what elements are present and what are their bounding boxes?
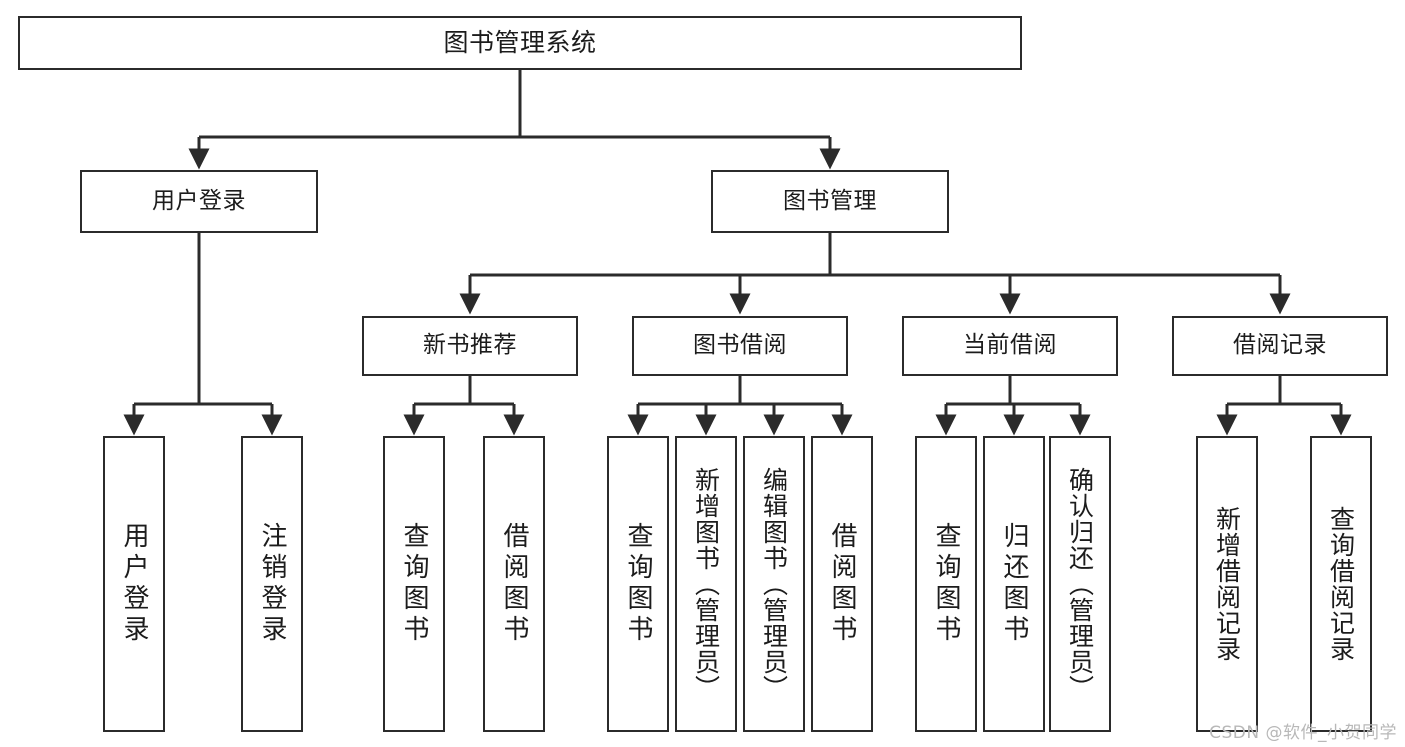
node-new-book-recommend[interactable]: 新书推荐	[362, 316, 578, 376]
node-label: 借阅图书	[827, 522, 857, 646]
node-label: 新增图书（管理员）	[691, 467, 721, 701]
leaf-borrow-record-add[interactable]: 新增借阅记录	[1196, 436, 1258, 732]
leaf-book-borrow-query[interactable]: 查询图书	[607, 436, 669, 732]
node-label: 查询图书	[399, 522, 429, 646]
leaf-user-login-logout[interactable]: 注销登录	[241, 436, 303, 732]
leaf-current-borrow-query[interactable]: 查询图书	[915, 436, 977, 732]
node-user-login[interactable]: 用户登录	[80, 170, 318, 233]
node-label: 图书管理	[783, 187, 877, 214]
node-label: 注销登录	[257, 522, 287, 646]
node-label: 编辑图书（管理员）	[759, 467, 789, 701]
leaf-new-book-query[interactable]: 查询图书	[383, 436, 445, 732]
node-book-borrow[interactable]: 图书借阅	[632, 316, 848, 376]
node-label: 归还图书	[999, 522, 1029, 646]
leaf-book-borrow-borrow[interactable]: 借阅图书	[811, 436, 873, 732]
node-label: 用户登录	[152, 187, 246, 214]
leaf-new-book-borrow[interactable]: 借阅图书	[483, 436, 545, 732]
leaf-current-borrow-confirm[interactable]: 确认归还（管理员）	[1049, 436, 1111, 732]
node-label: 确认归还（管理员）	[1065, 467, 1095, 701]
leaf-book-borrow-edit[interactable]: 编辑图书（管理员）	[743, 436, 805, 732]
leaf-user-login-login[interactable]: 用户登录	[103, 436, 165, 732]
node-label: 图书借阅	[693, 332, 787, 359]
node-label: 新书推荐	[423, 332, 517, 359]
node-current-borrow[interactable]: 当前借阅	[902, 316, 1118, 376]
csdn-watermark: CSDN @软件_小贺同学	[1209, 723, 1397, 743]
node-label: 借阅图书	[499, 522, 529, 646]
node-label: 当前借阅	[963, 332, 1057, 359]
node-label: 查询图书	[931, 522, 961, 646]
node-root-system[interactable]: 图书管理系统	[18, 16, 1022, 70]
node-label: 查询图书	[623, 522, 653, 646]
node-label: 查询借阅记录	[1326, 506, 1356, 662]
node-book-management[interactable]: 图书管理	[711, 170, 949, 233]
node-label: 借阅记录	[1233, 332, 1327, 359]
leaf-book-borrow-add[interactable]: 新增图书（管理员）	[675, 436, 737, 732]
leaf-current-borrow-return[interactable]: 归还图书	[983, 436, 1045, 732]
node-label: 新增借阅记录	[1212, 506, 1242, 662]
node-borrow-record[interactable]: 借阅记录	[1172, 316, 1388, 376]
node-label: 图书管理系统	[443, 28, 597, 57]
node-label: 用户登录	[119, 522, 149, 646]
leaf-borrow-record-query[interactable]: 查询借阅记录	[1310, 436, 1372, 732]
